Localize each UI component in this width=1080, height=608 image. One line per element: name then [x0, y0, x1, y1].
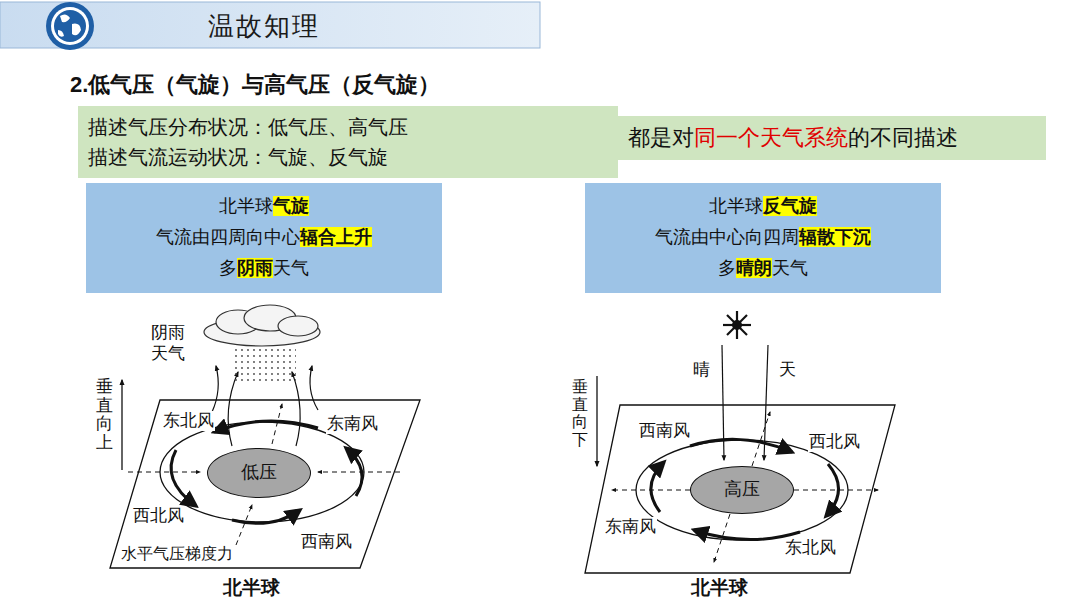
text: 同一个天气系统	[694, 125, 848, 150]
wind-label: 东北风	[784, 538, 837, 558]
text-line: 低压	[208, 449, 310, 496]
note-box: 都是对同一个天气系统的不同描述	[618, 116, 1046, 160]
text: 北半球	[219, 196, 273, 216]
text-line: 北半球气旋	[86, 191, 442, 222]
slide-title: 2.低气压（气旋）与高气压（反气旋）	[70, 70, 440, 100]
text: 都是对	[628, 125, 694, 150]
text: 阴雨	[237, 258, 273, 278]
text: 多	[718, 258, 736, 278]
note-box: 描述气压分布状况：低气压、高气压描述气流运动状况：气旋、反气旋	[78, 106, 618, 178]
weather-label: 阴雨天气	[150, 322, 188, 365]
text: 天气	[772, 258, 808, 278]
text-line: 温故知理	[208, 6, 450, 46]
text: 辐散下沉	[799, 227, 871, 247]
weather-label: 天	[778, 360, 797, 380]
pressure-center: 低压	[207, 448, 311, 498]
text: 高压	[724, 479, 760, 499]
text-line: 描述气压分布状况：低气压、高气压	[88, 112, 608, 142]
text: 的不同描述	[848, 125, 958, 150]
force-label: 水平气压梯度力	[120, 544, 234, 563]
text-line: 气流由四周向中心辐合上升	[86, 222, 442, 253]
wind-label: 东南风	[326, 414, 379, 434]
text-line: 高压	[691, 467, 793, 512]
wind-label: 西北风	[808, 432, 861, 452]
text-line: 多阴雨天气	[86, 253, 442, 284]
text: 天气	[273, 258, 309, 278]
text: 多	[219, 258, 237, 278]
text: 温故知理	[208, 11, 320, 41]
hemisphere-label: 北半球	[222, 577, 281, 600]
text-line: 都是对同一个天气系统的不同描述	[628, 116, 1036, 160]
header-band: 温故知理	[150, 6, 450, 46]
text: 描述气压分布状况：低气压、高气压	[88, 116, 408, 138]
text: 气旋	[273, 196, 309, 216]
text: 描述气流运动状况：气旋、反气旋	[88, 146, 388, 168]
info-box: 北半球反气旋气流由中心向四周辐散下沉多晴朗天气	[585, 183, 941, 293]
text-line: 多晴朗天气	[585, 253, 941, 284]
hemisphere-label: 北半球	[690, 577, 749, 600]
text: 晴朗	[736, 258, 772, 278]
text: 气流由中心向四周	[655, 227, 799, 247]
text: 反气旋	[763, 196, 817, 216]
weather-label: 晴	[692, 360, 711, 380]
text-line: 描述气流运动状况：气旋、反气旋	[88, 142, 608, 172]
pressure-center: 高压	[690, 466, 794, 514]
info-box: 北半球气旋气流由四周向中心辐合上升多阴雨天气	[86, 183, 442, 293]
text-line: 北半球反气旋	[585, 191, 941, 222]
axis-label: 垂直向下	[572, 378, 588, 448]
text: 低压	[241, 462, 277, 482]
wind-label: 西南风	[638, 421, 691, 441]
text: 辐合上升	[300, 227, 372, 247]
wind-label: 东北风	[162, 411, 215, 431]
wind-label: 东南风	[604, 517, 657, 537]
wind-label: 西南风	[300, 532, 353, 552]
text-line: 气流由中心向四周辐散下沉	[585, 222, 941, 253]
wind-label: 西北风	[132, 506, 185, 526]
text: 气流由四周向中心	[156, 227, 300, 247]
text: 北半球	[709, 196, 763, 216]
axis-label: 垂直向上	[96, 378, 113, 453]
